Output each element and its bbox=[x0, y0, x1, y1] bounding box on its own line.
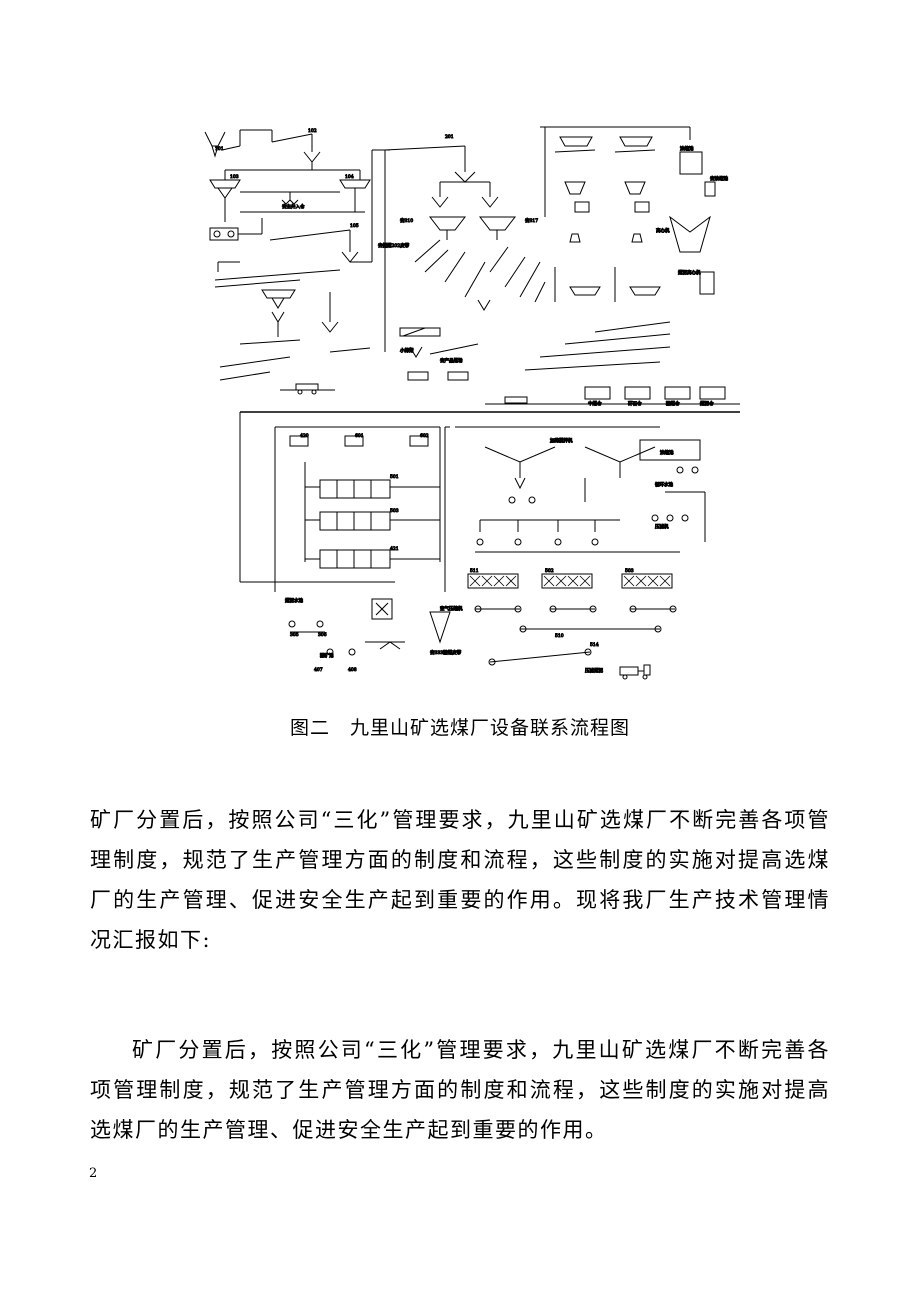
svg-text:102: 102 bbox=[308, 128, 317, 134]
svg-text:421: 421 bbox=[390, 546, 399, 552]
svg-text:离心机: 离心机 bbox=[656, 227, 670, 234]
svg-text:煤泥离心机: 煤泥离心机 bbox=[678, 269, 701, 276]
svg-text:305: 305 bbox=[290, 632, 299, 638]
svg-text:浓缩池: 浓缩池 bbox=[680, 145, 694, 152]
page-number: 2 bbox=[89, 1166, 98, 1181]
svg-text:去产品煤场: 去产品煤场 bbox=[440, 357, 463, 364]
svg-text:408: 408 bbox=[348, 667, 357, 673]
paragraph-1: 矿厂分置后，按照公司“三化”管理要求，九里山矿选煤厂不断完善各项管理制度，规范了… bbox=[90, 808, 830, 952]
svg-text:510: 510 bbox=[555, 633, 564, 639]
svg-text:矸石仓: 矸石仓 bbox=[628, 400, 642, 407]
svg-text:煤泥水池: 煤泥水池 bbox=[285, 597, 303, 604]
svg-text:空气压缩机: 空气压缩机 bbox=[440, 605, 463, 612]
svg-text:602: 602 bbox=[420, 433, 429, 439]
svg-text:循环水池: 循环水池 bbox=[655, 481, 673, 488]
svg-text:浓缩池: 浓缩池 bbox=[660, 449, 674, 456]
svg-text:503: 503 bbox=[390, 508, 399, 514]
svg-text:去333精煤皮带: 去333精煤皮带 bbox=[430, 649, 462, 656]
svg-text:去310: 去310 bbox=[400, 217, 413, 224]
svg-text:去主井入仓: 去主井入仓 bbox=[282, 203, 305, 210]
figure-caption: 图二 九里山矿选煤厂设备联系流程图 bbox=[289, 717, 630, 739]
svg-text:104: 104 bbox=[345, 174, 354, 180]
svg-text:加药搅拌机: 加药搅拌机 bbox=[550, 437, 573, 444]
svg-text:105: 105 bbox=[350, 223, 359, 229]
svg-text:去317: 去317 bbox=[525, 217, 538, 224]
svg-text:306: 306 bbox=[318, 632, 327, 638]
svg-text:去浓缩池: 去浓缩池 bbox=[710, 175, 728, 182]
svg-text:514: 514 bbox=[590, 642, 599, 648]
svg-text:601: 601 bbox=[355, 433, 364, 439]
svg-text:502: 502 bbox=[545, 568, 554, 574]
svg-text:511: 511 bbox=[470, 568, 479, 574]
svg-text:去储煤202皮带: 去储煤202皮带 bbox=[378, 242, 410, 249]
svg-text:精煤仓: 精煤仓 bbox=[666, 400, 680, 407]
svg-text:精矿池: 精矿池 bbox=[320, 652, 334, 659]
svg-text:小筛筛: 小筛筛 bbox=[400, 347, 414, 354]
svg-text:103: 103 bbox=[230, 174, 239, 180]
svg-text:中煤仓: 中煤仓 bbox=[588, 400, 602, 407]
paragraph-2: 矿厂分置后，按照公司“三化”管理要求，九里山矿选煤厂不断完善各项管理制度，规范了… bbox=[90, 1038, 830, 1142]
svg-text:压滤煤泥: 压滤煤泥 bbox=[585, 667, 603, 674]
svg-text:501: 501 bbox=[390, 474, 399, 480]
equipment-flow-diagram: 101 102 103 104 去主井入仓 105 去储煤202皮带 去310 去31… bbox=[200, 122, 740, 682]
svg-text:407: 407 bbox=[314, 667, 323, 673]
svg-text:101: 101 bbox=[215, 146, 224, 152]
svg-text:503: 503 bbox=[625, 568, 634, 574]
svg-text:压滤机: 压滤机 bbox=[655, 523, 669, 530]
svg-text:201: 201 bbox=[445, 134, 454, 140]
svg-text:420: 420 bbox=[300, 433, 309, 439]
svg-text:煤泥仓: 煤泥仓 bbox=[700, 400, 714, 407]
